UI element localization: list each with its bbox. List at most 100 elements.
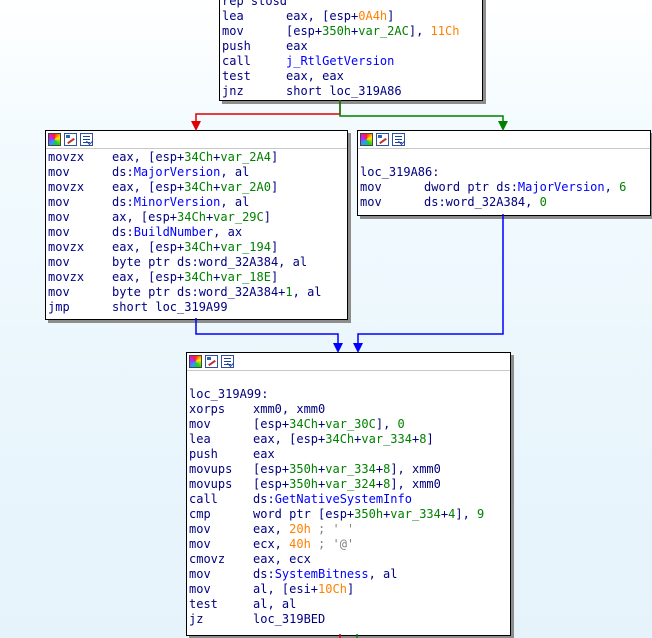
operand: 0 — [539, 195, 547, 209]
edit-graph-icon[interactable] — [376, 133, 389, 146]
edit-graph-icon[interactable] — [205, 355, 218, 368]
operand: ], — [375, 417, 398, 431]
mnemonic: jz — [189, 612, 204, 626]
operand[interactable]: MinorVersion — [133, 195, 221, 209]
operand: var_29C — [213, 210, 264, 224]
operand: 34Ch — [184, 150, 214, 164]
mnemonic: mov — [222, 24, 244, 38]
operand: ] — [270, 150, 279, 164]
operand: eax, [esp+ — [112, 270, 185, 284]
asm-line[interactable]: rep stosd — [222, 0, 482, 9]
operand: + — [318, 417, 326, 431]
asm-line[interactable]: mov[esp+34Ch+var_30C], 0 — [189, 417, 510, 432]
code-label[interactable]: loc_319A86: — [360, 165, 440, 179]
operand: byte ptr ds:word_32A384, al — [112, 255, 308, 269]
color-palette-icon[interactable] — [48, 133, 61, 146]
asm-line[interactable]: loc_319A86: — [360, 165, 650, 180]
operand[interactable]: SystemBitness — [274, 567, 369, 581]
operand: ], xmm0 — [390, 477, 441, 491]
asm-line[interactable]: call j_RtlGetVersion — [222, 54, 482, 69]
code-label[interactable]: loc_319A99: — [189, 387, 269, 401]
operand: 11Ch — [430, 24, 460, 38]
operand[interactable]: MajorVersion — [517, 180, 605, 194]
operand[interactable]: BuildNumber — [133, 225, 214, 239]
operand: 9 — [477, 507, 485, 521]
edge-false-branch — [195, 100, 341, 129]
operand: + — [440, 507, 449, 521]
asm-line[interactable]: mov[esp+350h+var_2AC], 11Ch — [222, 24, 482, 39]
mnemonic: call — [222, 54, 251, 68]
operand: + — [213, 150, 221, 164]
operand: eax — [286, 39, 308, 53]
operand: ds: — [112, 225, 134, 239]
operand: ], xmm0 — [390, 462, 441, 476]
operand[interactable]: MajorVersion — [133, 165, 221, 179]
operand: eax — [253, 447, 275, 461]
operand: , al — [220, 195, 250, 209]
edit-graph-icon[interactable] — [64, 133, 77, 146]
mnemonic: mov — [48, 225, 70, 239]
mnemonic: test — [222, 69, 251, 83]
asm-line[interactable]: loc_319A99: — [189, 387, 510, 402]
operand[interactable]: GetNativeSystemInfo — [274, 492, 412, 506]
operand: ] — [270, 270, 279, 284]
asm-line[interactable]: movups[esp+350h+var_334+8], xmm0 — [189, 462, 510, 477]
operand: 4 — [448, 507, 456, 521]
operand: , al — [292, 285, 322, 299]
operand: var_2AC — [358, 24, 409, 38]
operand[interactable]: j_RtlGetVersion — [286, 54, 395, 68]
asm-line[interactable]: movups[esp+350h+var_324+8], xmm0 — [189, 477, 510, 492]
mnemonic: mov — [189, 417, 211, 431]
operand: 34Ch — [289, 417, 319, 431]
group-nodes-icon[interactable] — [221, 355, 234, 368]
mnemonic: lea — [189, 432, 211, 446]
operand: + — [213, 270, 221, 284]
operand: 34Ch — [184, 180, 214, 194]
operand: 350h — [322, 24, 352, 38]
group-nodes-icon[interactable] — [392, 133, 405, 146]
color-palette-icon[interactable] — [189, 355, 202, 368]
operand: 34Ch — [184, 270, 214, 284]
operand: xmm0, xmm0 — [253, 402, 326, 416]
operand: 350h — [289, 477, 319, 491]
operand: + — [383, 507, 391, 521]
color-palette-icon[interactable] — [360, 133, 373, 146]
group-nodes-icon[interactable] — [80, 133, 93, 146]
operand: eax, [esp+ — [112, 240, 185, 254]
mnemonic: mov — [48, 165, 70, 179]
